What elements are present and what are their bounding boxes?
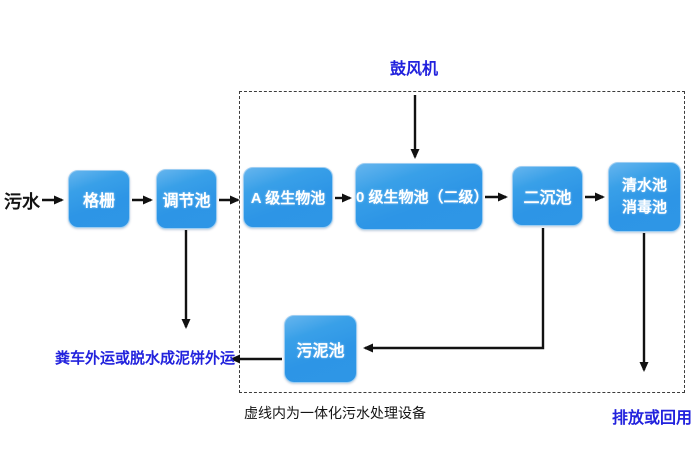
box-o-grade-bio-tank: 0 级生物池（二级） [355, 163, 489, 230]
box-a-grade-bio-tank-label: A 级生物池 [250, 190, 326, 207]
box-grid-screen: 格栅 [68, 170, 130, 228]
sludge-disposal-label: 粪车外运或脱水成泥饼外运 [55, 350, 236, 367]
box-clear-water-disinfection-tank: 清水池 消毒池 [608, 162, 681, 232]
box-sludge-tank-label: 污泥池 [296, 343, 345, 360]
box-regulating-tank-label: 调节池 [162, 193, 211, 210]
discharge-label: 排放或回用 [612, 410, 693, 427]
box-clear-water-label: 清水池 [621, 177, 667, 195]
blower-label: 鼓风机 [390, 61, 439, 78]
equipment-caption: 虚线内为一体化污水处理设备 [244, 405, 426, 421]
box-secondary-sedimentation-tank-label: 二沉池 [523, 190, 572, 207]
box-disinfection-label: 消毒池 [621, 199, 667, 216]
box-secondary-sedimentation-tank: 二沉池 [512, 166, 583, 226]
box-sludge-tank: 污泥池 [284, 315, 357, 383]
equipment-dashed-boundary [239, 91, 685, 393]
box-o-grade-bio-tank-label: 0 级生物池（二级） [356, 189, 489, 206]
box-a-grade-bio-tank: A 级生物池 [243, 167, 333, 228]
box-regulating-tank: 调节池 [156, 169, 217, 229]
box-grid-screen-label: 格栅 [82, 193, 115, 210]
source-label: 污水 [4, 192, 40, 212]
